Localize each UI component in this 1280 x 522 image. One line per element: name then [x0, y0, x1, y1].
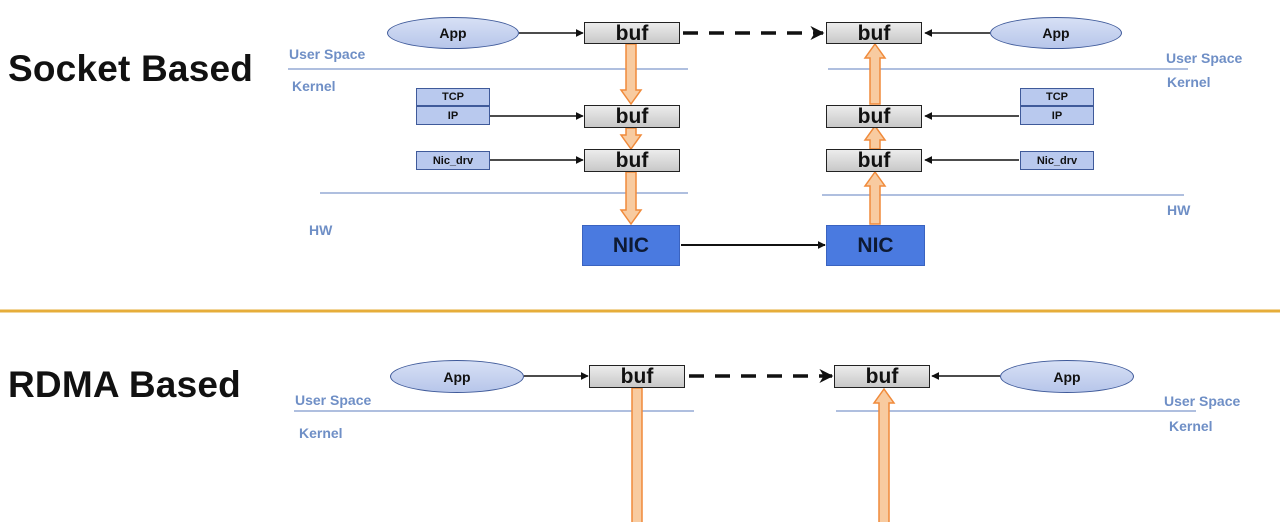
- socket-left-nic-drv-box: Nic_drv: [416, 151, 490, 170]
- rdma-right-user-space-label: User Space: [1164, 393, 1241, 409]
- socket-right-app-node: App: [990, 17, 1122, 49]
- socket-left-hw-label: HW: [309, 222, 333, 238]
- rdma-left-user-space-label: User Space: [295, 392, 372, 408]
- socket-right-tcpip-buf: buf: [826, 105, 922, 128]
- rdma-right-kernel-label: Kernel: [1169, 418, 1213, 434]
- rdma-based-title: RDMA Based: [8, 364, 241, 405]
- rdma-right-up-arrow: [872, 387, 896, 522]
- socket-left-user-space-label: User Space: [289, 46, 366, 62]
- socket-left-ip-box: IP: [416, 106, 490, 125]
- socket-right-user-buf: buf: [826, 22, 922, 44]
- socket-right-nic: NIC: [826, 225, 925, 266]
- rdma-left-buf: buf: [589, 365, 685, 388]
- socket-left-tcpip-buf: buf: [584, 105, 680, 128]
- socket-right-kernel-label: Kernel: [1167, 74, 1211, 90]
- socket-right-up-arrow-1: [863, 42, 887, 105]
- socket-left-down-arrow-3: [619, 171, 643, 226]
- rdma-right-app-node: App: [1000, 360, 1134, 393]
- socket-left-user-buf: buf: [584, 22, 680, 44]
- socket-right-driver-buf: buf: [826, 149, 922, 172]
- socket-left-down-arrow-2: [619, 127, 643, 151]
- rdma-right-buf: buf: [834, 365, 930, 388]
- socket-right-up-arrow-2: [863, 124, 887, 150]
- socket-right-user-space-label: User Space: [1166, 50, 1243, 66]
- socket-left-down-arrow-1: [619, 43, 643, 106]
- socket-left-app-node: App: [387, 17, 519, 49]
- socket-right-ip-box: IP: [1020, 106, 1094, 125]
- socket-left-nic: NIC: [582, 225, 680, 266]
- socket-right-nic-drv-box: Nic_drv: [1020, 151, 1094, 170]
- socket-right-hw-label: HW: [1167, 202, 1191, 218]
- socket-right-up-arrow-3: [863, 170, 887, 225]
- rdma-left-app-node: App: [390, 360, 524, 393]
- rdma-left-down-shaft: [631, 387, 643, 522]
- socket-right-tcp-box: TCP: [1020, 88, 1094, 106]
- socket-left-driver-buf: buf: [584, 149, 680, 172]
- socket-left-tcp-box: TCP: [416, 88, 490, 106]
- rdma-left-kernel-label: Kernel: [299, 425, 343, 441]
- socket-left-kernel-label: Kernel: [292, 78, 336, 94]
- socket-based-title: Socket Based: [8, 48, 254, 89]
